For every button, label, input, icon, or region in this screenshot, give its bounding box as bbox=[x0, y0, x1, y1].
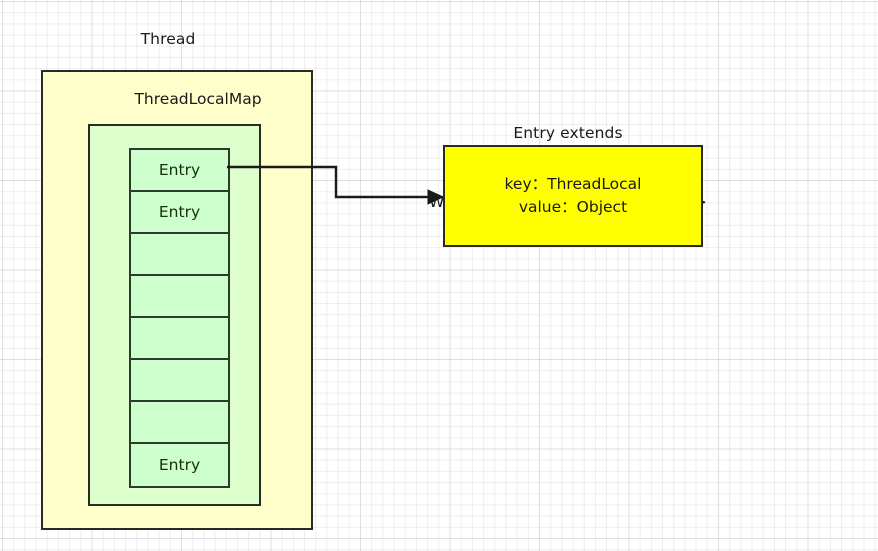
entry-cell-label: Entry bbox=[158, 456, 201, 474]
entry-cell: Entry bbox=[131, 150, 228, 192]
entry-cell: Entry bbox=[131, 444, 228, 486]
threadlocalmap-title-label: ThreadLocalMap bbox=[134, 90, 262, 108]
entry-cell-label: Entry bbox=[158, 203, 201, 221]
entry-table: Entry Entry bbox=[129, 148, 230, 488]
entry-detail-box: key：ThreadLocal value：Object bbox=[443, 145, 703, 247]
entry-cell bbox=[131, 360, 228, 402]
entry-key-line: key：ThreadLocal bbox=[504, 175, 642, 193]
caption-line-1: Entry extends bbox=[513, 124, 623, 142]
entry-cell bbox=[131, 276, 228, 318]
entry-cell: Entry bbox=[131, 192, 228, 234]
entry-cell bbox=[131, 318, 228, 360]
entry-cell-label: Entry bbox=[158, 161, 201, 179]
thread-box: ThreadLocalMap Entry Entry bbox=[41, 70, 313, 530]
entry-cell bbox=[131, 402, 228, 444]
threadlocalmap-box: Entry Entry bbox=[88, 124, 261, 506]
entry-cell bbox=[131, 234, 228, 276]
entry-value-line: value：Object bbox=[518, 198, 628, 216]
thread-title-label: Thread bbox=[140, 30, 196, 48]
